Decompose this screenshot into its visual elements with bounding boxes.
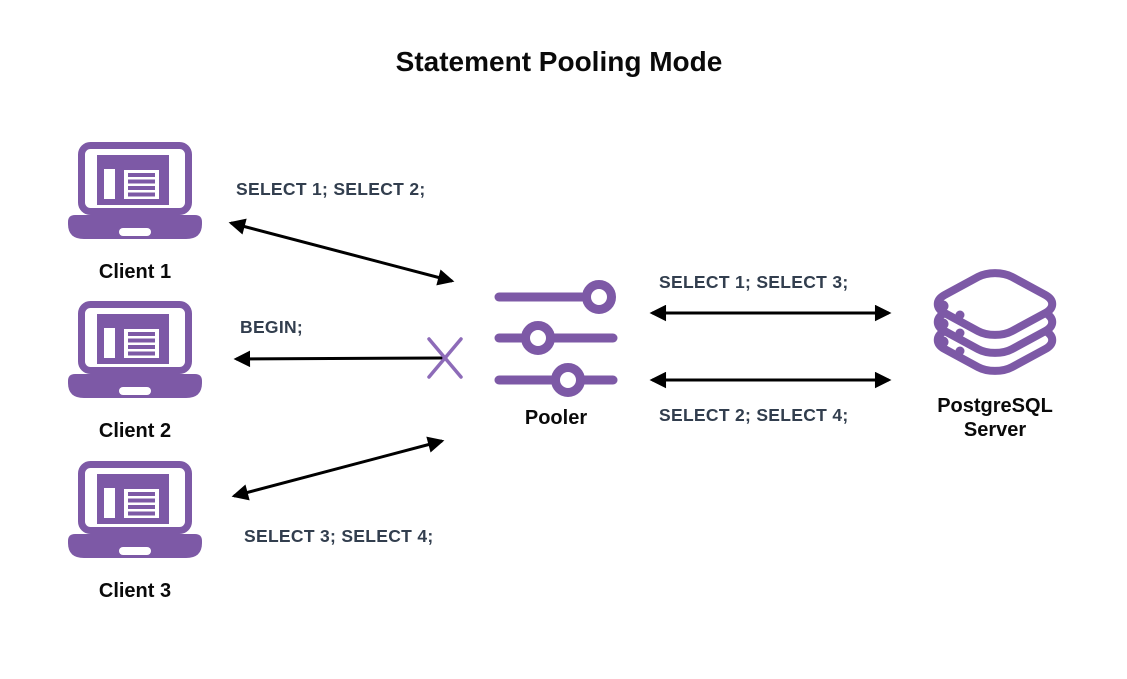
- node-client-3: Client 3: [68, 461, 202, 603]
- laptop-icon: [68, 142, 202, 239]
- node-client-2: Client 2: [68, 301, 202, 443]
- sliders-icon: [494, 280, 618, 397]
- arrow-client1-pooler: [228, 218, 455, 286]
- client-2-label: Client 2: [98, 420, 172, 442]
- message-client3-pooler: SELECT 3; SELECT 4;: [244, 526, 434, 546]
- arrow-begin-rejected: [233, 350, 444, 368]
- message-client1-pooler: SELECT 1; SELECT 2;: [236, 179, 426, 199]
- server-label: PostgreSQL Server: [937, 395, 1053, 441]
- node-client-1: Client 1: [68, 142, 202, 284]
- diagram-title: Statement Pooling Mode: [395, 46, 723, 77]
- message-pooler-server-top: SELECT 1; SELECT 3;: [659, 272, 849, 292]
- message-begin-rejected: BEGIN;: [240, 317, 304, 337]
- node-postgresql-server: PostgreSQL Server: [925, 264, 1065, 442]
- x-icon: [427, 337, 463, 379]
- node-pooler: Pooler: [492, 279, 620, 430]
- database-stack-icon: [925, 264, 1065, 378]
- message-pooler-server-bottom: SELECT 2; SELECT 4;: [659, 405, 849, 425]
- client-1-label: Client 1: [98, 261, 172, 283]
- laptop-icon: [68, 461, 202, 558]
- arrow-client3-pooler: [231, 436, 445, 501]
- laptop-icon: [68, 301, 202, 398]
- client-3-label: Client 3: [98, 580, 172, 602]
- pooler-label: Pooler: [524, 407, 588, 429]
